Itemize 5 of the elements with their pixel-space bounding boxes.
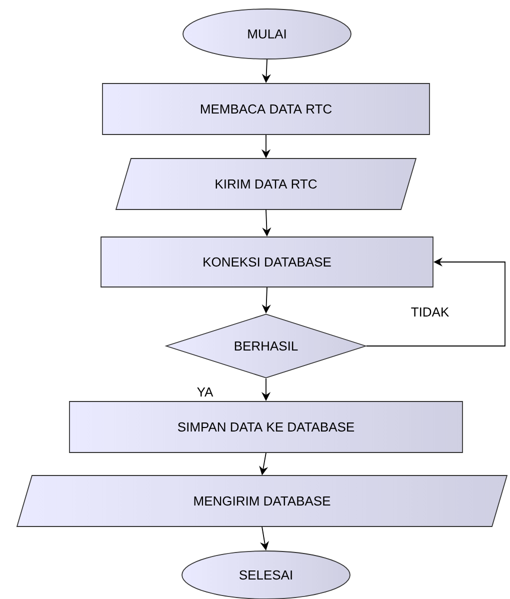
edge-label: TIDAK <box>410 306 450 318</box>
process-box: KONEKSI DATABASE <box>100 236 434 288</box>
process-box: SIMPAN DATA KE DATABASE <box>69 401 463 453</box>
edge-label: YA <box>196 386 214 398</box>
process-box: MEMBACA DATA RTC <box>102 83 430 135</box>
